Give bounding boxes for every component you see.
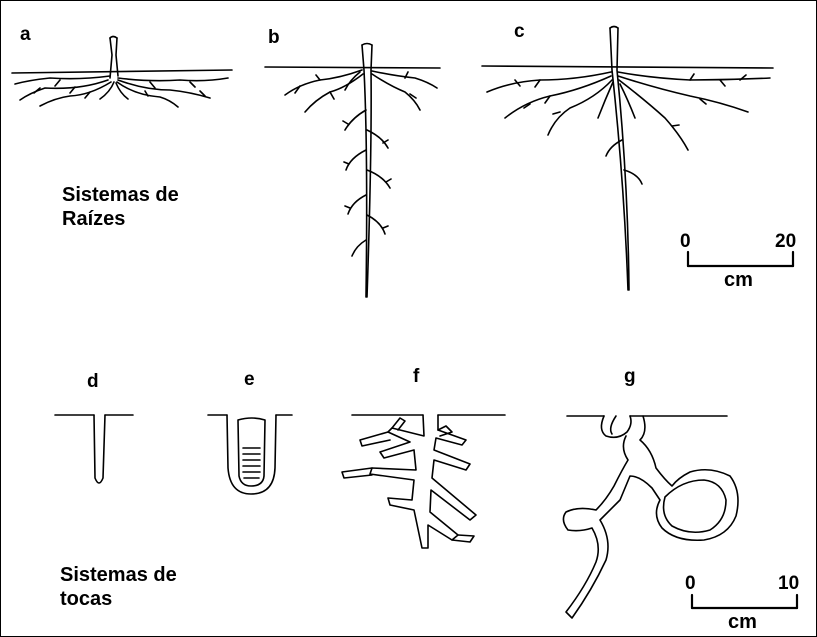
burrow-scale-bar bbox=[692, 595, 797, 608]
root-system-b bbox=[265, 44, 440, 298]
burrow-e bbox=[208, 415, 292, 494]
panel-label-c: c bbox=[514, 22, 525, 41]
root-caption-line-2: Raízes bbox=[62, 207, 179, 231]
root-system-c bbox=[482, 27, 773, 291]
burrow-scale-start: 0 bbox=[685, 574, 696, 593]
burrow-g bbox=[563, 416, 738, 618]
panel-label-f: f bbox=[413, 367, 419, 386]
root-scale-bar bbox=[688, 252, 793, 266]
burrow-scale-unit: cm bbox=[728, 612, 757, 632]
root-scale-start: 0 bbox=[680, 232, 691, 251]
panel-label-g: g bbox=[624, 367, 636, 386]
burrow-systems-caption: Sistemas de tocas bbox=[60, 563, 177, 611]
burrow-caption-line-2: tocas bbox=[60, 587, 177, 611]
burrow-scale-end: 10 bbox=[778, 574, 799, 593]
panel-label-b: b bbox=[268, 28, 280, 47]
root-scale-end: 20 bbox=[775, 232, 796, 251]
root-systems-caption: Sistemas de Raízes bbox=[62, 183, 179, 231]
root-system-a bbox=[12, 37, 232, 108]
burrow-d bbox=[55, 415, 133, 483]
root-scale-unit: cm bbox=[724, 270, 753, 290]
panel-label-e: e bbox=[244, 370, 255, 389]
panel-label-a: a bbox=[20, 25, 31, 44]
burrow-caption-line-1: Sistemas de bbox=[60, 563, 177, 587]
burrow-f bbox=[342, 415, 505, 548]
root-caption-line-1: Sistemas de bbox=[62, 183, 179, 207]
panel-label-d: d bbox=[87, 372, 99, 391]
